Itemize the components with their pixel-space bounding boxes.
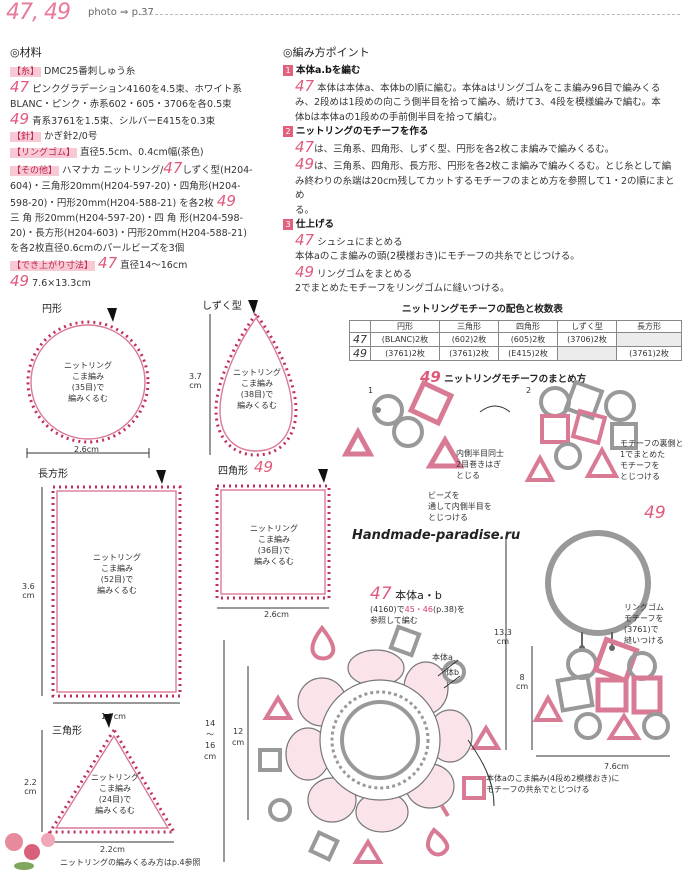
triangle-stitches: [47, 727, 177, 834]
square-49-marker: 49: [254, 458, 274, 476]
square-diagram: [215, 469, 331, 609]
rectangle-diagram: [41, 470, 182, 704]
page-number: 47, 49: [6, 0, 71, 25]
arrow-icon: [479, 405, 511, 413]
materials-hook: 【針】 かぎ針2/0号: [10, 131, 98, 142]
start-marker-icon: [318, 469, 328, 483]
materials-47-thread: 47 ピンクグラデーション4160を4.5束、ホワイト系: [10, 78, 242, 96]
assembly-step-2: 2: [526, 386, 532, 395]
materials-list: 【糸】 DMC25番刺しゅう糸 47 ピンクグラデーション4160を4.5束、ホ…: [10, 64, 272, 291]
table-header-row: 円形 三角形 四角形 しずく型 長方形: [349, 320, 682, 333]
photo-reference: photo ⇒ p.37: [88, 7, 154, 18]
start-marker-icon: [156, 470, 166, 484]
square-label: 四角形: [218, 466, 248, 477]
piece-47-note: (4160)で45・46(p.38)を 参照して編む: [370, 605, 466, 625]
assembly-step-2-diagram: [524, 380, 638, 482]
circle-ring: [30, 324, 146, 440]
piece-47-title: 47 本体a・b: [370, 584, 442, 604]
piece-49-width-dim: 7.6cm: [604, 762, 629, 771]
step-3-body: 47 シュシュにまとめる 本体aのこま編みの頭(2模様おき)にモチーフの共糸でと…: [295, 230, 580, 294]
rectangle-label: 長方形: [38, 469, 68, 480]
materials-other-cont-2: 598-20)・円形20mm(H204-588-21) を各2枚 49: [10, 192, 236, 210]
piece-47-bottom-note: 本体aのこま編み(4段め2模様おき)にモチーフの共糸でとじつける: [486, 774, 620, 794]
materials-47-thread-cont: BLANC・ピンク・赤系602・605・3706を各0.5束: [10, 99, 232, 110]
table-row: 49 (3761)2枚 (3761)2枚 (E415)2枚 (3761)2枚: [349, 346, 682, 361]
assembly-step-1-diagram: [341, 380, 465, 469]
circle-stitches: [26, 320, 150, 444]
step-2-body: 47は、三角系、四角形、しずく型、円形を各2枚こま編みで編みくるむ。 49は、三…: [295, 137, 675, 216]
materials-other-cont-4: 20)・長方形(H204-603)・円形20mm(H204-588-21): [10, 228, 247, 239]
materials-other-cont-5: を各2枚直径0.6cmのパールビーズを3個: [10, 243, 185, 254]
watermark: Handmade-paradise.ru: [352, 528, 521, 543]
rectangle-ring: [56, 490, 177, 693]
assembly-diagram: [341, 380, 638, 482]
drop-instructions: ニットリングこま編み(38目)で編みくるむ: [233, 368, 281, 410]
assembly-step-1: 1: [368, 386, 374, 395]
circle-diagram: [26, 308, 150, 458]
materials-ring-elastic: 【リングゴム】 直径5.5cm、0.4cm幅(茶色): [10, 147, 204, 158]
materials-size: 【でき上がり寸法】 47 直径14～16cm: [10, 254, 188, 272]
triangle-diagram: [41, 714, 177, 843]
piece-49-diagram: [505, 530, 670, 757]
materials-other-cont-3: 三 角 形20mm(H204-597-20)・四 角 形(H204-598-: [10, 213, 243, 224]
materials-other: 【その他】 ハマナカ ニットリング/47しずく型(H204-: [10, 159, 253, 177]
rectangle-instructions: ニットリングこま編み(52目)で編みくるむ: [93, 553, 141, 595]
assembly-note-bead: ビーズを通して内側半目をとじつける: [428, 491, 492, 522]
square-instructions: ニットリングこま編み(36目)で編みくるむ: [250, 524, 298, 566]
footnote: ニットリングの編みくるみ方はp.4参照: [60, 858, 201, 867]
table-row: 47 (BLANC)2枚 (602)2枚 (605)2枚 (3706)2枚: [349, 332, 682, 347]
drop-diagram: [209, 300, 298, 457]
drop-ring: [219, 316, 293, 452]
step-1-body: 47 本体は本体a、本体bの順に編む。本体aはリングゴムをこま編み96目で編みく…: [295, 76, 661, 123]
piece-49-note: リングゴムモチーフを(3761)で縫いつける: [624, 603, 664, 645]
table-title: ニットリングモチーフの配色と枚数表: [402, 304, 563, 315]
square-ring: [220, 489, 326, 595]
label-body-b: 本体b: [438, 668, 460, 677]
drop-stitches: [214, 311, 298, 457]
start-marker-icon: [248, 300, 258, 314]
materials-thread: 【糸】 DMC25番刺しゅう糸: [10, 66, 136, 77]
ring-elastic: [340, 700, 420, 780]
materials-title: ◎材料: [10, 46, 42, 59]
piece-49-number: 49: [644, 503, 666, 523]
motifs: [258, 624, 502, 864]
ring-elastic: [545, 530, 651, 636]
triangle-instructions: ニットリングこま編み(24目)で編みくるむ: [91, 773, 139, 815]
piece-47-diagram: [223, 624, 502, 864]
circle-label: 円形: [42, 304, 62, 315]
start-marker-icon: [103, 714, 113, 728]
shape-diagrams: [26, 300, 331, 843]
square-stitches: [215, 484, 331, 600]
materials-size-49: 49 7.6×13.3cm: [10, 272, 91, 290]
square-dim: 2.6cm: [264, 610, 289, 619]
rose-decoration-icon: [5, 833, 55, 870]
header-divider: [140, 14, 680, 15]
rectangle-width-dim: 1.7cm: [101, 712, 126, 721]
label-body-a: 本体a: [432, 653, 453, 662]
materials-49-thread: 49 青系3761を1.5束、シルバーE415を0.3束: [10, 110, 216, 128]
circle-instructions: ニットリングこま編み(35目)で編みくるむ: [64, 361, 112, 403]
triangle-label: 三角形: [52, 726, 82, 737]
color-count-table: 円形 三角形 四角形 しずく型 長方形 47 (BLANC)2枚 (602)2枚…: [349, 320, 682, 361]
circle-dim: 2.6cm: [74, 445, 99, 454]
materials-other-cont-1: 604)・三角形20mm(H204-597-20)・四角形(H204-: [10, 181, 241, 192]
triangle-ring: [54, 734, 170, 829]
triangle-width-dim: 2.2cm: [100, 845, 125, 854]
drop-label: しずく型: [202, 301, 242, 312]
start-marker-icon: [107, 308, 117, 322]
points-title: ◎編み方ポイント: [283, 46, 370, 59]
